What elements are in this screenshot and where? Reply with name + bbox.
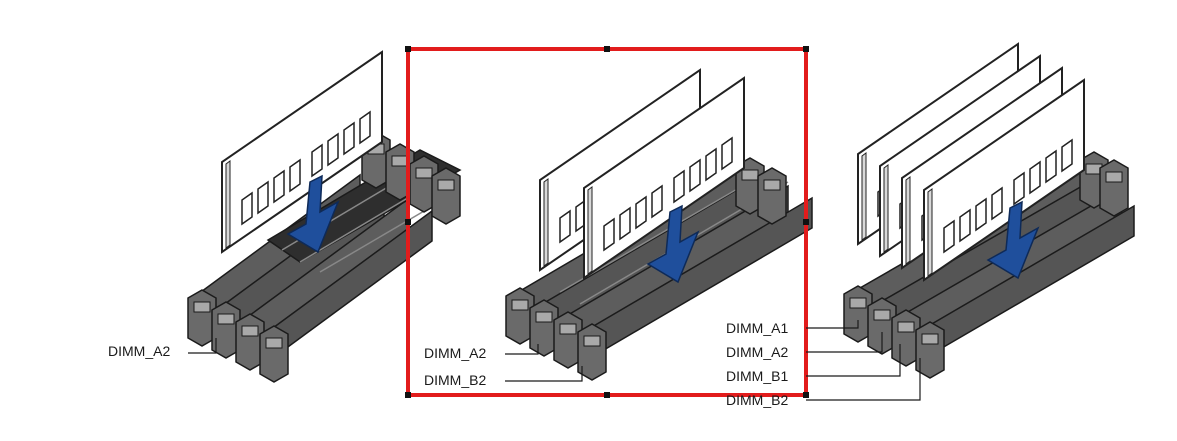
panel-two-modules: DIMM_A2 DIMM_B2 xyxy=(405,46,813,398)
frame-handles xyxy=(405,46,809,398)
panel-four-modules: DIMM_A1 DIMM_A2 DIMM_B1 DIMM_B2 xyxy=(726,43,1135,408)
label-dimm-b2: DIMM_B2 xyxy=(726,358,921,408)
label-dimm-b2: DIMM_B2 xyxy=(424,366,583,388)
svg-text:DIMM_A1: DIMM_A1 xyxy=(726,320,788,336)
label-dimm-b1: DIMM_B1 xyxy=(726,344,901,384)
svg-text:DIMM_B2: DIMM_B2 xyxy=(424,372,486,388)
label-dimm-a2: DIMM_A2 xyxy=(424,344,539,361)
svg-text:DIMM_A2: DIMM_A2 xyxy=(424,345,486,361)
svg-text:DIMM_A2: DIMM_A2 xyxy=(726,344,788,360)
label-dimm-a1: DIMM_A1 xyxy=(726,320,859,336)
svg-text:DIMM_B2: DIMM_B2 xyxy=(726,392,788,408)
svg-text:DIMM_A2: DIMM_A2 xyxy=(108,343,170,359)
label-dimm-a2: DIMM_A2 xyxy=(108,338,217,359)
panel-one-module: DIMM_A2 xyxy=(108,51,462,383)
label-dimm-a2: DIMM_A2 xyxy=(726,332,883,360)
svg-text:DIMM_B1: DIMM_B1 xyxy=(726,368,788,384)
